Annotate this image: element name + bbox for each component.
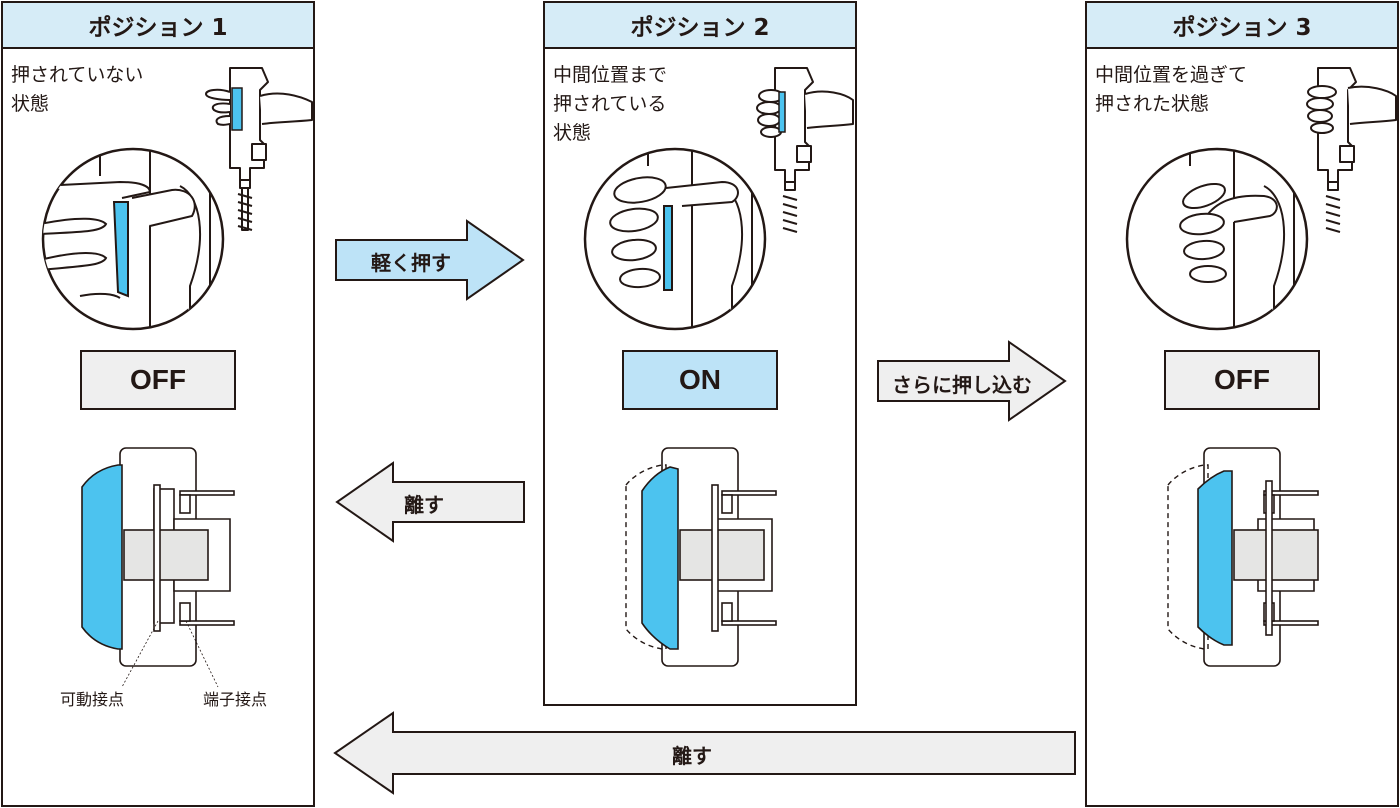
grip-detail-circle-1: [41, 147, 225, 331]
arrow-label-release-1: 離す: [404, 493, 444, 517]
enable-switch-grip-illustration-1: [205, 67, 313, 231]
switch-cross-section-2: [625, 447, 777, 667]
panel-description: 中間位置を過ぎて 押された状態: [1095, 61, 1247, 119]
grip-detail-circle-3: [1125, 147, 1309, 331]
state-box-position-3: OFF: [1164, 350, 1320, 410]
state-box-position-1: OFF: [80, 350, 236, 410]
arrow-release-1: [335, 461, 525, 543]
panel-title: ポジション 1: [3, 3, 313, 49]
enable-switch-grip-illustration-3: [1306, 67, 1397, 233]
arrow-press-lightly: [335, 219, 525, 301]
switch-cross-section-3: [1167, 447, 1319, 667]
grip-detail-circle-2: [583, 147, 767, 331]
panel-description: 中間位置まで 押されている 状態: [553, 61, 667, 148]
description-line: 中間位置まで: [553, 64, 668, 86]
description-line: 押されていない: [11, 64, 144, 86]
description-line: 状態: [11, 93, 50, 115]
panel-title: ポジション 2: [545, 3, 855, 49]
description-line: 押された状態: [1095, 93, 1210, 115]
description-line: 押されている: [553, 93, 667, 115]
arrow-press-further: [877, 340, 1067, 422]
arrow-label-press-further: さらに押し込む: [892, 373, 1032, 397]
switch-cross-section-1: [81, 447, 235, 688]
arrow-label-press-lightly: 軽く押す: [371, 251, 451, 275]
state-box-position-2: ON: [622, 350, 778, 410]
arrow-label-release-2: 離す: [672, 744, 712, 768]
panel-description: 押されていない 状態: [11, 61, 143, 119]
panel-title: ポジション 3: [1087, 3, 1397, 49]
legend-terminal-contact: 端子接点: [203, 690, 268, 709]
description-line: 状態: [553, 122, 592, 144]
enable-switch-grip-illustration-2: [756, 67, 854, 233]
arrow-release-2: [333, 711, 1076, 795]
legend-movable-contact: 可動接点: [60, 690, 125, 709]
panel-position-1: ポジション 1 押されていない 状態: [1, 1, 315, 807]
description-line: 中間位置を過ぎて: [1095, 64, 1248, 86]
